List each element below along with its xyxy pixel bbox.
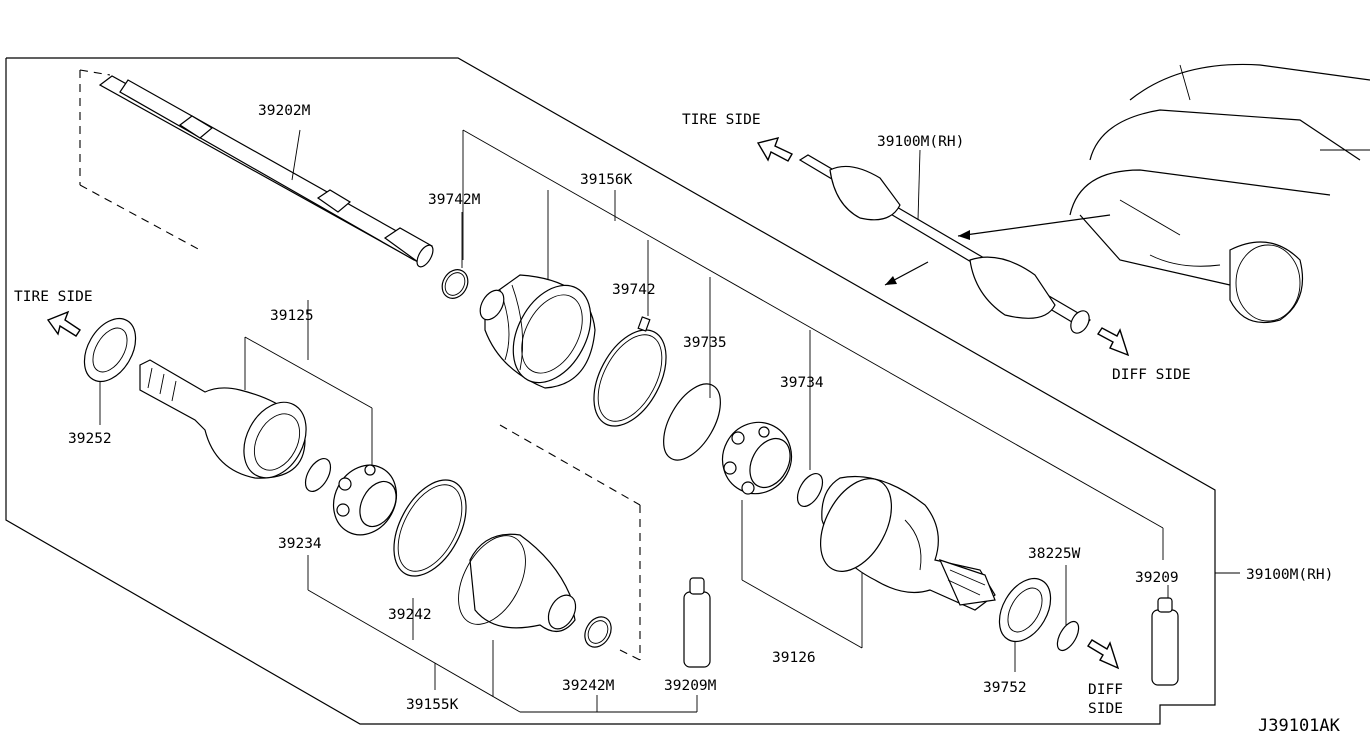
- circlip-inner: [796, 473, 824, 507]
- label-diff-side-bottom-2: SIDE: [1088, 701, 1123, 717]
- label-boot-inner-kit: 39156K: [580, 172, 633, 188]
- outer-joint: [139, 359, 307, 479]
- label-circlip-inner: 39734: [780, 375, 824, 391]
- inner-kit-frame: [462, 129, 1164, 560]
- label-band-large-outer: 39242: [388, 607, 432, 623]
- outer-boot-dashed-box: [499, 424, 641, 661]
- vehicle-illustration: [1069, 63, 1370, 324]
- label-diff-side-top: DIFF SIDE: [1112, 367, 1191, 383]
- inner-joint-cage: [721, 421, 793, 495]
- pointer-lines: [884, 149, 1111, 286]
- arrow-diff-side-bottom-icon: [1087, 639, 1120, 670]
- label-tire-side-top: TIRE SIDE: [682, 112, 761, 128]
- label-band-small-inner: 39742M: [428, 192, 481, 208]
- arrow-tire-side-top-icon: [756, 136, 793, 162]
- diff-side-housing: [820, 475, 996, 611]
- assembled-shaft-illustration: [798, 154, 1091, 334]
- dust-shield: [998, 577, 1052, 643]
- grease-tube-tire: [683, 577, 711, 668]
- outer-kit-brackets: [99, 300, 1169, 713]
- label-band-small-outer: 39242M: [562, 678, 615, 694]
- label-assembly-top: 39100M(RH): [1246, 567, 1333, 583]
- label-grease-tire: 39209M: [664, 678, 717, 694]
- label-seal-ring: 39252: [68, 431, 112, 447]
- diagram-code: J39101AK: [1258, 716, 1341, 736]
- arrow-tire-side-left-icon: [46, 310, 81, 337]
- label-grease-diff: 39209: [1135, 570, 1179, 586]
- label-housing-diff: 39126: [772, 650, 816, 666]
- circlip-outer: [304, 458, 332, 492]
- outer-joint-cage: [332, 464, 398, 536]
- label-band-large-inner: 39742: [612, 282, 656, 298]
- label-tire-side-left: TIRE SIDE: [14, 289, 93, 305]
- label-shaft: 39202M: [258, 103, 311, 119]
- large-band-inner: [593, 316, 667, 427]
- label-boot-outer-kit: 39155K: [406, 697, 459, 713]
- label-dust-shield: 39752: [983, 680, 1027, 696]
- label-assembly-right: 39100M(RH): [877, 134, 964, 150]
- seal-ring: [83, 317, 137, 383]
- inner-boot: [479, 274, 596, 389]
- outer-boot: [458, 533, 577, 632]
- label-oil-seal: 38225W: [1028, 546, 1081, 562]
- oil-seal-ring: [1056, 620, 1080, 652]
- assembly-frame: [5, 57, 1240, 725]
- label-joint-outer: 39125: [270, 308, 314, 324]
- label-snap-ring-inner: 39735: [683, 335, 727, 351]
- arrow-diff-side-top-icon: [1096, 327, 1130, 357]
- small-band-inner: [441, 212, 469, 299]
- snap-ring-inner: [663, 383, 721, 461]
- drive-shaft: [98, 75, 434, 268]
- grease-tube-diff: [1151, 597, 1179, 686]
- label-diff-side-bottom-1: DIFF: [1088, 682, 1123, 698]
- label-circlip-outer: 39234: [278, 536, 322, 552]
- large-band-outer: [393, 479, 467, 577]
- shaft-dashed-box: [79, 69, 201, 251]
- small-band-outer: [584, 616, 612, 648]
